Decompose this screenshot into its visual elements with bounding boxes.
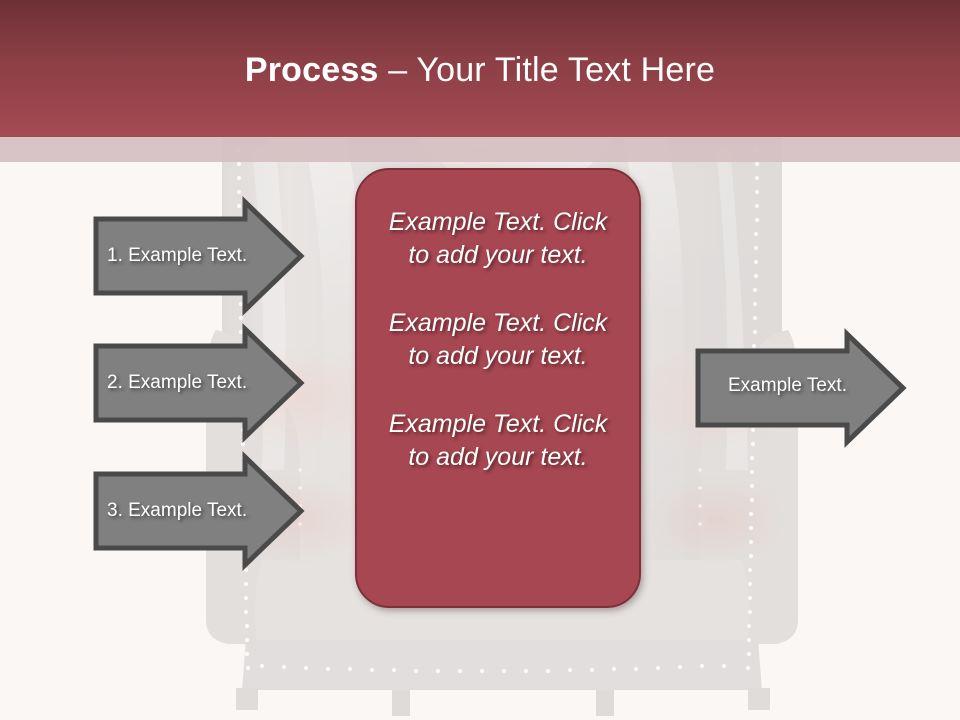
right-arrow-icon <box>695 328 907 448</box>
title-bar-accent-stripe <box>0 137 960 162</box>
panel-paragraph-2[interactable]: Example Text. Click to add your text. <box>388 309 608 370</box>
panel-paragraph-1[interactable]: Example Text. Click to add your text. <box>388 208 608 269</box>
process-arrow-3[interactable]: 3. Example Text. <box>93 451 305 571</box>
page-title: Process – Your Title Text Here <box>0 50 960 90</box>
panel-paragraph-3[interactable]: Example Text. Click to add your text. <box>388 410 608 471</box>
right-arrow-icon <box>93 196 305 316</box>
right-arrow-icon <box>93 451 305 571</box>
page-title-rest: – Your Title Text Here <box>378 51 716 89</box>
right-arrow-icon <box>93 323 305 443</box>
page-title-bold: Process <box>244 51 379 89</box>
process-arrow-1[interactable]: 1. Example Text. <box>93 196 305 316</box>
center-content-panel[interactable]: Example Text. Click to add your text. Ex… <box>355 168 641 608</box>
process-arrow-2[interactable]: 2. Example Text. <box>93 323 305 443</box>
title-bar <box>0 0 960 137</box>
process-arrow-output[interactable]: Example Text. <box>695 328 907 448</box>
